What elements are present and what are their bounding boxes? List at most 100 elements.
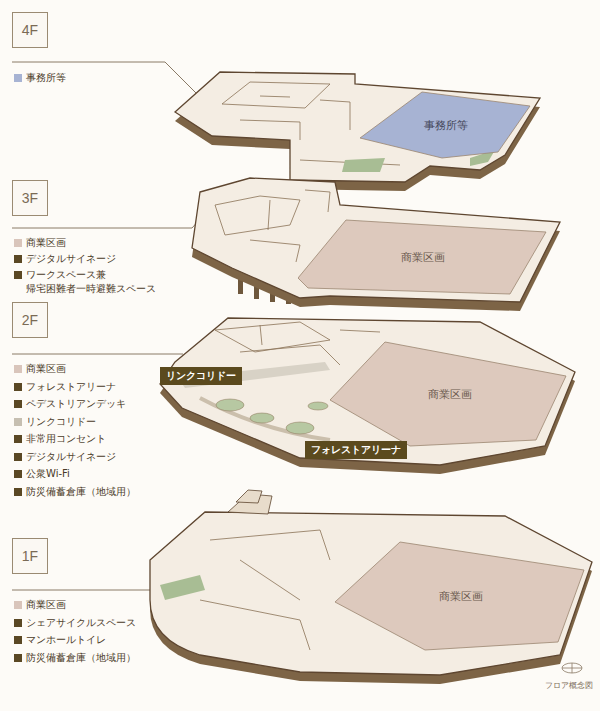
legend-swatch — [14, 636, 22, 644]
floor-number: 2F — [22, 312, 38, 328]
interior-walls — [250, 190, 330, 262]
floor-area: 商業区画 — [335, 540, 587, 652]
interior-walls — [215, 190, 330, 262]
green-space — [160, 575, 205, 600]
leader-lines — [12, 62, 212, 590]
legend-text: マンホールトイレ — [26, 633, 106, 647]
legend-text: リンクコリドー — [26, 415, 96, 429]
legend-swatch — [14, 239, 22, 247]
legend-item: 事務所等 — [14, 71, 66, 85]
area-name: フォレストアリーナ — [311, 444, 401, 455]
compass — [562, 663, 582, 673]
figure-caption: フロア概念図 — [545, 681, 593, 691]
floor-tag: 4F — [12, 12, 48, 48]
legend-item: デジタルサイネージ — [14, 450, 116, 464]
legend-item: 商業区画 — [14, 598, 66, 612]
compass — [562, 663, 582, 673]
floor-1f — [150, 512, 592, 675]
legend-swatch — [14, 271, 22, 279]
floor-number: 1F — [22, 548, 38, 564]
floor-4f — [175, 72, 540, 191]
floor-number: 4F — [22, 22, 38, 38]
floor-2f — [160, 318, 575, 474]
floor-4f — [175, 72, 540, 182]
legend-swatch — [14, 654, 22, 662]
legend-swatch — [14, 365, 22, 373]
floor-area: 商業区画 — [330, 340, 570, 448]
legend-text: 商業区画 — [26, 236, 66, 250]
forest-arena-green — [286, 422, 314, 434]
pedestrian-deck — [200, 398, 330, 440]
legend-text: 商業区画 — [26, 598, 66, 612]
legend-text: 事務所等 — [26, 71, 66, 85]
compass — [562, 663, 582, 673]
legend-item: フォレストアリーナ — [14, 380, 116, 394]
legend-swatch — [14, 601, 22, 609]
green-space — [342, 158, 385, 172]
legend-swatch — [14, 400, 22, 408]
legend-swatch — [14, 435, 22, 443]
interior-walls — [215, 322, 330, 352]
floor-tag: 3F — [12, 180, 48, 216]
legend-swatch — [14, 383, 22, 391]
legend-item: マンホールトイレ — [14, 633, 106, 647]
forest-arena-green — [216, 399, 244, 411]
interior-walls — [240, 325, 380, 365]
floor-number: 3F — [22, 190, 38, 206]
legend-item: 公衆Wi-Fi — [14, 467, 70, 481]
floor-3f — [192, 178, 560, 302]
legend-item: リンクコリドー — [14, 415, 96, 429]
floor-1f — [150, 490, 592, 684]
legend-item: シェアサイクルスペース — [14, 616, 136, 630]
area-name-tag: リンクコリドー — [160, 367, 242, 385]
legend-swatch — [14, 418, 22, 426]
legend-text: 防災備蓄倉庫（地域用） — [26, 651, 136, 665]
legend-swatch — [14, 619, 22, 627]
area-shape — [298, 220, 546, 294]
area-shape — [360, 92, 530, 158]
interior-walls — [222, 82, 330, 108]
legend-swatch — [14, 74, 22, 82]
legend-item: ワークスペース兼 帰宅困難者一時避難スペース — [14, 268, 176, 296]
legend-text: 公衆Wi-Fi — [26, 467, 70, 481]
interior-walls — [200, 530, 330, 650]
legend-item: 防災備蓄倉庫（地域用） — [14, 651, 136, 665]
forest-arena-green — [250, 413, 274, 423]
legend-text: 商業区画 — [26, 362, 66, 376]
small-building — [236, 490, 262, 503]
legend-text: 非常用コンセント — [26, 432, 106, 446]
area-name-tag: フォレストアリーナ — [305, 441, 407, 459]
legend-swatch — [14, 470, 22, 478]
floor-2f — [160, 318, 575, 465]
area-name: 商業区画 — [439, 589, 483, 604]
interior-walls — [222, 82, 400, 165]
legend-item: 商業区画 — [14, 236, 66, 250]
legend-text: 防災備蓄倉庫（地域用） — [26, 485, 136, 499]
area-name: 商業区画 — [401, 250, 445, 265]
legend-item: ペデストリアンデッキ — [14, 397, 126, 411]
area-name: リンクコリドー — [166, 370, 236, 381]
leader-lines — [12, 62, 196, 93]
legend-swatch — [14, 488, 22, 496]
interior-walls — [215, 322, 380, 365]
legend-item: 商業区画 — [14, 362, 66, 376]
legend-item: デジタルサイネージ — [14, 252, 116, 266]
area-shape — [330, 342, 566, 446]
floor-tag: 2F — [12, 302, 48, 338]
interior-walls — [215, 196, 300, 235]
legend-text: フォレストアリーナ — [26, 380, 116, 394]
floor-tag: 1F — [12, 538, 48, 574]
small-building — [228, 490, 272, 514]
leader-lines — [12, 354, 183, 355]
area-name: 事務所等 — [424, 118, 468, 133]
floor-3f — [192, 178, 560, 311]
legend-item: 防災備蓄倉庫（地域用） — [14, 485, 136, 499]
legend-text: ペデストリアンデッキ — [26, 397, 126, 411]
legend-text: シェアサイクルスペース — [26, 616, 136, 630]
legend-text: デジタルサイネージ — [26, 450, 116, 464]
legend-text: デジタルサイネージ — [26, 252, 116, 266]
legend-swatch — [14, 255, 22, 263]
area-shape — [335, 542, 584, 650]
interior-walls — [200, 530, 330, 650]
